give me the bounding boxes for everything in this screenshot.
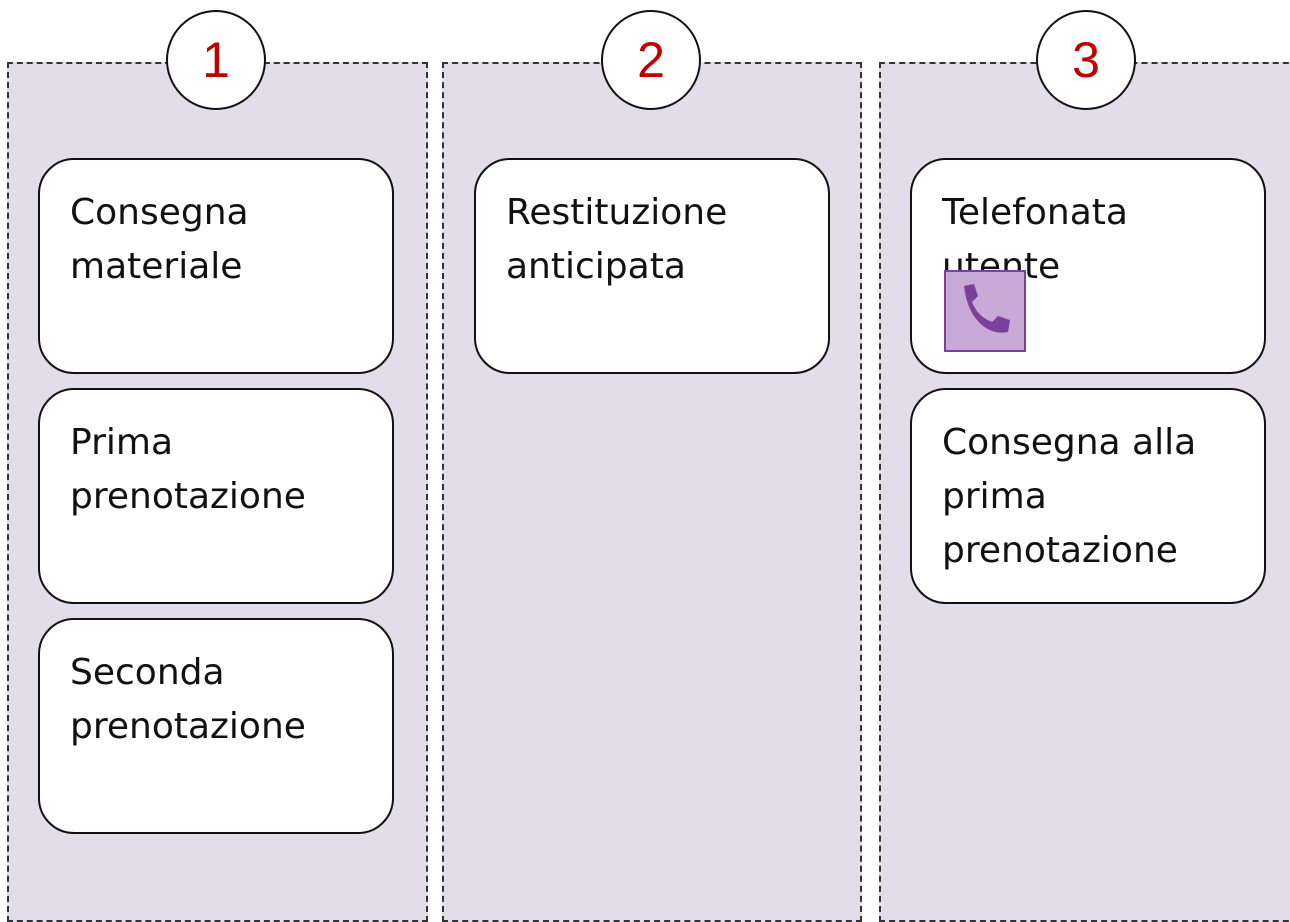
card-label: Seconda prenotazione — [70, 652, 306, 747]
card-label: Prima prenotazione — [70, 422, 306, 517]
step-number-1: 1 — [166, 10, 266, 110]
card-consegna-materiale: Consegna materiale — [38, 158, 394, 374]
card-consegna-alla-prima-prenotazione: Consegna alla prima prenotazione — [910, 388, 1266, 604]
step-number-3: 3 — [1036, 10, 1136, 110]
card-label: Consegna materiale — [70, 192, 249, 287]
phone-handset-icon — [964, 284, 1010, 333]
card-label: Consegna alla prima prenotazione — [942, 422, 1197, 571]
phone-icon — [944, 270, 1026, 352]
card-label: Restituzione anticipata — [506, 192, 728, 287]
card-seconda-prenotazione: Seconda prenotazione — [38, 618, 394, 834]
step-number-2: 2 — [601, 10, 701, 110]
card-telefonata-utente: Telefonata utente — [910, 158, 1266, 374]
card-prima-prenotazione: Prima prenotazione — [38, 388, 394, 604]
card-restituzione-anticipata: Restituzione anticipata — [474, 158, 830, 374]
